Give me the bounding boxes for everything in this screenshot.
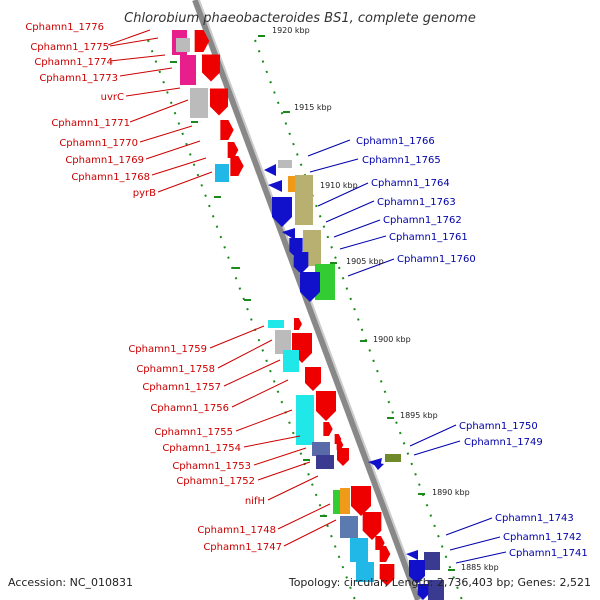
gene-label[interactable]: Cphamn1_1754	[162, 443, 241, 454]
tick-label: 1890 kbp	[432, 488, 470, 497]
tick-rails	[147, 39, 463, 600]
gene-label[interactable]: nifH	[245, 496, 265, 507]
gene-label[interactable]: Cphamn1_1765	[362, 155, 441, 166]
gene-label[interactable]: Cphamn1_1747	[203, 542, 282, 553]
gene-label[interactable]: Cphamn1_1775	[30, 42, 109, 53]
gene-label[interactable]: Cphamn1_1764	[371, 178, 450, 189]
gene-label[interactable]: Cphamn1_1742	[503, 532, 582, 543]
gene-label[interactable]: pyrB	[133, 188, 156, 199]
leader-lines-right	[307, 139, 507, 564]
genome-summary: Topology: circular; Length: 2,736,403 bp…	[288, 576, 591, 589]
gene-label[interactable]: Cphamn1_1757	[142, 382, 221, 393]
gene-label[interactable]: Cphamn1_1741	[509, 548, 588, 559]
tick-label: 1915 kbp	[294, 103, 332, 112]
map-title: Chlorobium phaeobacteroides BS1, complet…	[124, 11, 476, 26]
tick-label: 1905 kbp	[346, 257, 384, 266]
tick-label: 1910 kbp	[320, 181, 358, 190]
leader-lines-left	[107, 29, 337, 547]
gene-label[interactable]: Cphamn1_1755	[154, 427, 233, 438]
tick-label: 1885 kbp	[461, 563, 499, 572]
gene-label[interactable]: Cphamn1_1752	[176, 476, 255, 487]
tick-label: 1920 kbp	[272, 26, 310, 35]
gene-label[interactable]: Cphamn1_1770	[59, 138, 138, 149]
gene-label[interactable]: Cphamn1_1761	[389, 232, 468, 243]
gene-label[interactable]: Cphamn1_1774	[34, 57, 113, 68]
gene-label[interactable]: Cphamn1_1769	[65, 155, 144, 166]
gene-label[interactable]: Cphamn1_1776	[25, 22, 104, 33]
gene-label[interactable]: uvrC	[101, 92, 124, 103]
gene-label[interactable]: Cphamn1_1748	[197, 525, 276, 536]
gene-label[interactable]: Cphamn1_1743	[495, 513, 574, 524]
right-gene-labels: Cphamn1_1766 Cphamn1_1765 Cphamn1_1764 C…	[356, 136, 588, 559]
gene-label[interactable]: Cphamn1_1753	[172, 461, 251, 472]
gene-label[interactable]: Cphamn1_1749	[464, 437, 543, 448]
gene-label[interactable]: Cphamn1_1760	[397, 254, 476, 265]
gene-label[interactable]: Cphamn1_1768	[71, 172, 150, 183]
tick-label: 1900 kbp	[373, 335, 411, 344]
gene-label[interactable]: Cphamn1_1773	[39, 73, 118, 84]
left-gene-labels: Cphamn1_1776 Cphamn1_1775 Cphamn1_1774 C…	[25, 22, 282, 553]
gene-label[interactable]: Cphamn1_1756	[150, 403, 229, 414]
tick-marks	[170, 35, 455, 571]
gene-label[interactable]: Cphamn1_1758	[136, 364, 215, 375]
gene-label[interactable]: Cphamn1_1762	[383, 215, 462, 226]
gene-features	[172, 30, 444, 600]
gene-label[interactable]: Cphamn1_1750	[459, 421, 538, 432]
tick-label: 1895 kbp	[400, 411, 438, 420]
gene-label[interactable]: Cphamn1_1759	[128, 344, 207, 355]
accession-text: Accession: NC_010831	[8, 576, 133, 589]
gene-label[interactable]: Cphamn1_1771	[51, 118, 130, 129]
gene-label[interactable]: Cphamn1_1766	[356, 136, 435, 147]
gene-label[interactable]: Cphamn1_1763	[377, 197, 456, 208]
